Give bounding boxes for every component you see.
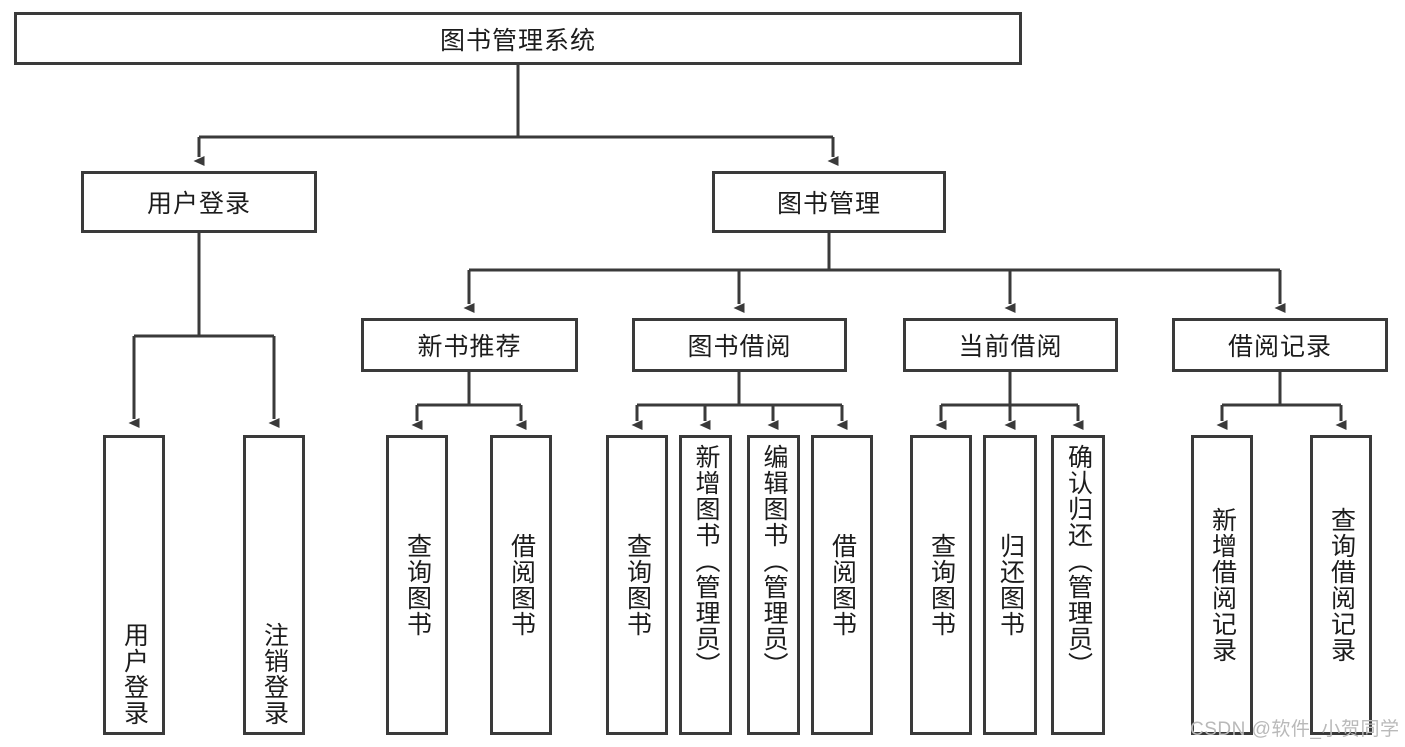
node-label: 图书管理系统 xyxy=(439,26,596,55)
node-label: 图书管理 xyxy=(776,190,881,218)
csdn-watermark: CSDN @软件_小贺同学 xyxy=(1190,719,1400,740)
node-label: 新增图书（管理员） xyxy=(692,444,720,678)
node-leaf-query-record[interactable]: 查询借阅记录 xyxy=(1310,435,1372,735)
node-borrow-record[interactable]: 借阅记录 xyxy=(1172,318,1388,372)
node-label: 用户登录 xyxy=(120,622,149,726)
node-leaf-user-login[interactable]: 用户登录 xyxy=(103,435,165,735)
node-leaf-confirm-return[interactable]: 确认归还（管理员） xyxy=(1051,435,1105,735)
node-leaf-logout-login[interactable]: 注销登录 xyxy=(243,435,305,735)
node-book-borrow[interactable]: 图书借阅 xyxy=(632,318,847,372)
node-label: 确认归还（管理员） xyxy=(1064,444,1093,678)
node-label: 查询图书 xyxy=(623,533,652,637)
node-label: 用户登录 xyxy=(146,190,251,218)
node-current-borrow[interactable]: 当前借阅 xyxy=(903,318,1118,372)
node-leaf-borrow-book-2[interactable]: 借阅图书 xyxy=(811,435,873,735)
node-label: 图书借阅 xyxy=(687,333,792,361)
node-label: 当前借阅 xyxy=(958,333,1063,361)
node-label: 查询图书 xyxy=(403,533,432,637)
node-label: 查询图书 xyxy=(927,533,956,637)
node-label: 归还图书 xyxy=(996,533,1025,637)
node-label: 查询借阅记录 xyxy=(1327,507,1356,663)
node-label: 借阅记录 xyxy=(1227,333,1332,361)
node-book-management[interactable]: 图书管理 xyxy=(712,171,946,233)
node-label: 新书推荐 xyxy=(417,333,522,361)
node-leaf-edit-book[interactable]: 编辑图书（管理员） xyxy=(747,435,800,735)
node-leaf-query-book-3[interactable]: 查询图书 xyxy=(910,435,972,735)
node-leaf-return-book[interactable]: 归还图书 xyxy=(983,435,1037,735)
node-leaf-borrow-book-1[interactable]: 借阅图书 xyxy=(490,435,552,735)
node-leaf-query-book-2[interactable]: 查询图书 xyxy=(606,435,668,735)
node-label: 编辑图书（管理员） xyxy=(760,444,788,678)
node-label: 新增借阅记录 xyxy=(1208,507,1237,663)
node-new-book-recommend[interactable]: 新书推荐 xyxy=(361,318,578,372)
node-root-book-management-system[interactable]: 图书管理系统 xyxy=(14,12,1022,65)
node-leaf-add-record[interactable]: 新增借阅记录 xyxy=(1191,435,1253,735)
node-label: 借阅图书 xyxy=(507,533,536,637)
node-user-login[interactable]: 用户登录 xyxy=(81,171,317,233)
node-leaf-add-book[interactable]: 新增图书（管理员） xyxy=(679,435,732,735)
node-label: 借阅图书 xyxy=(828,533,857,637)
node-leaf-query-book-1[interactable]: 查询图书 xyxy=(386,435,448,735)
node-label: 注销登录 xyxy=(260,622,289,726)
